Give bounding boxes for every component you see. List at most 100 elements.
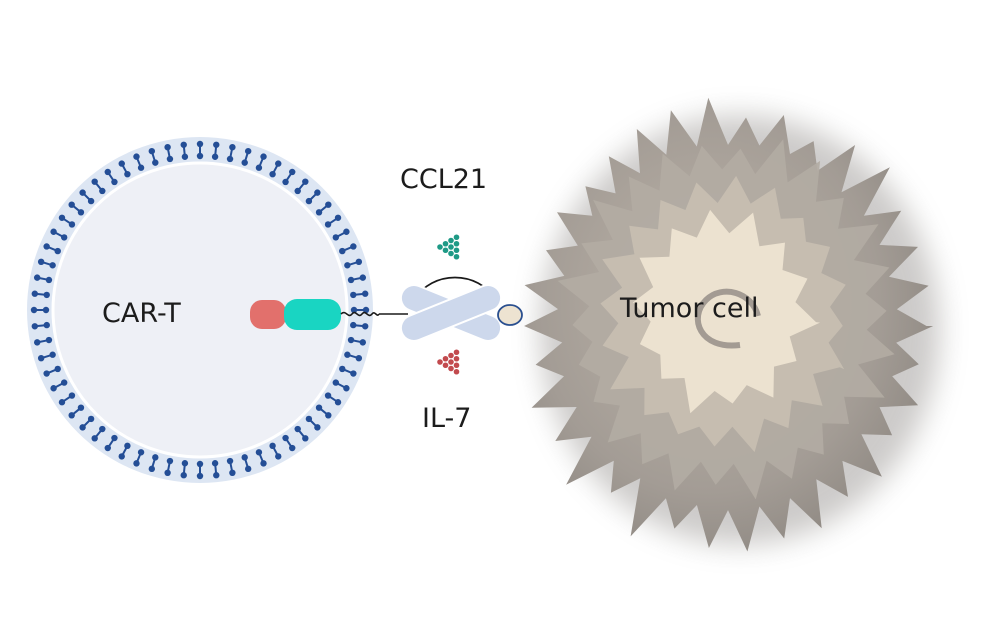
lipid-head	[164, 469, 171, 477]
lipid-head	[133, 153, 140, 160]
lipid-head	[37, 354, 45, 362]
lipid-head	[255, 449, 263, 456]
car-red-domain	[250, 300, 286, 329]
lipid-head	[362, 306, 370, 314]
lipid-head	[324, 221, 332, 228]
cytokine-dot	[453, 253, 460, 260]
cell-interior	[51, 161, 349, 459]
lipid-head	[255, 164, 263, 171]
cytokine-dot	[437, 359, 443, 365]
lipid-head	[359, 274, 367, 281]
ccl21-label: CCL21	[400, 164, 488, 195]
receptor-cross-icon	[399, 276, 523, 342]
lipid-head	[350, 370, 357, 377]
cytokine-dot	[448, 237, 454, 244]
car-t-label: CAR-T	[102, 298, 181, 329]
cytokine-dot	[442, 240, 449, 247]
lipid-head	[282, 178, 289, 186]
lipid-head	[196, 152, 204, 160]
lipid-head	[269, 170, 276, 178]
lipid-head	[124, 170, 131, 178]
lipid-head	[305, 197, 313, 205]
cytokine-dot	[437, 244, 443, 250]
lipid-head	[31, 290, 38, 297]
receptor-bar-b	[399, 284, 503, 342]
lipid-head	[211, 153, 219, 160]
lipid-head	[211, 460, 219, 467]
lipid-head	[49, 262, 56, 269]
lipid-head	[196, 460, 204, 468]
lipid-head	[91, 435, 98, 442]
lipid-head	[315, 209, 323, 216]
lipid-head	[226, 155, 234, 163]
transmembrane-spring	[340, 311, 380, 317]
lipid-head	[54, 365, 61, 373]
lipid-head	[77, 209, 85, 216]
lipid-head	[50, 228, 57, 235]
lipid-head	[104, 444, 111, 452]
lipid-head	[79, 424, 86, 431]
cytokine-dot	[453, 240, 460, 247]
lipid-head	[68, 412, 75, 419]
lipid-head	[79, 189, 86, 196]
lipid-head	[241, 159, 248, 166]
lipid-head	[229, 469, 236, 477]
lipid-head	[241, 454, 248, 461]
lipid-head	[229, 143, 236, 151]
lipid-head	[315, 404, 323, 411]
lipid-head	[166, 155, 174, 163]
lipid-head	[99, 187, 106, 195]
lipid-head	[332, 379, 340, 386]
lipid-head	[50, 385, 57, 392]
lipid-head	[302, 435, 309, 442]
lipid-head	[60, 234, 68, 241]
lipid-head	[148, 147, 156, 155]
car-receptor-icon	[250, 299, 408, 330]
lipid-head	[180, 472, 187, 479]
lipid-head	[244, 465, 252, 473]
lipid-head	[181, 460, 189, 467]
tumor-cell-label: Tumor cell	[620, 293, 759, 324]
lipid-head	[137, 164, 145, 171]
lipid-head	[362, 323, 369, 330]
cytokine-dot	[448, 359, 454, 365]
lipid-head	[350, 306, 358, 314]
lipid-head	[289, 444, 296, 452]
lipid-head	[350, 243, 357, 250]
lipid-head	[42, 306, 50, 314]
cytokine-dot	[448, 250, 454, 257]
lipid-head	[325, 412, 332, 419]
cytokine-dot	[448, 352, 454, 359]
lipid-head	[148, 465, 156, 473]
lipid-head	[355, 354, 363, 362]
lipid-head	[58, 214, 66, 221]
lipid-head	[45, 336, 53, 344]
cytokine-dot	[442, 247, 449, 254]
lipid-head	[275, 160, 282, 167]
lipid-head	[43, 243, 50, 250]
lipid-head	[332, 234, 340, 241]
lipid-bilayer	[30, 140, 370, 480]
lipid-head	[31, 323, 38, 330]
antigen-icon	[497, 304, 523, 326]
cytokine-dot	[448, 244, 454, 250]
lipid-head	[282, 434, 289, 442]
lipid-head	[68, 392, 76, 399]
lipid-head	[334, 399, 342, 406]
lipid-head	[58, 399, 66, 406]
lipid-head	[325, 201, 332, 208]
lipid-head	[196, 140, 204, 148]
lipid-head	[260, 460, 267, 467]
lipid-head	[137, 449, 145, 456]
car-teal-domain	[284, 299, 341, 330]
lipid-head	[60, 379, 68, 386]
lipid-head	[152, 159, 159, 166]
lipid-head	[344, 351, 351, 358]
cytokine-dot	[442, 362, 449, 369]
lipid-head	[302, 178, 309, 185]
cytokine-dot	[453, 349, 460, 356]
lipid-head	[343, 228, 350, 235]
lipid-head	[30, 306, 38, 314]
lipid-head	[213, 472, 220, 479]
ccl21-dot-triangle-icon	[437, 234, 460, 260]
